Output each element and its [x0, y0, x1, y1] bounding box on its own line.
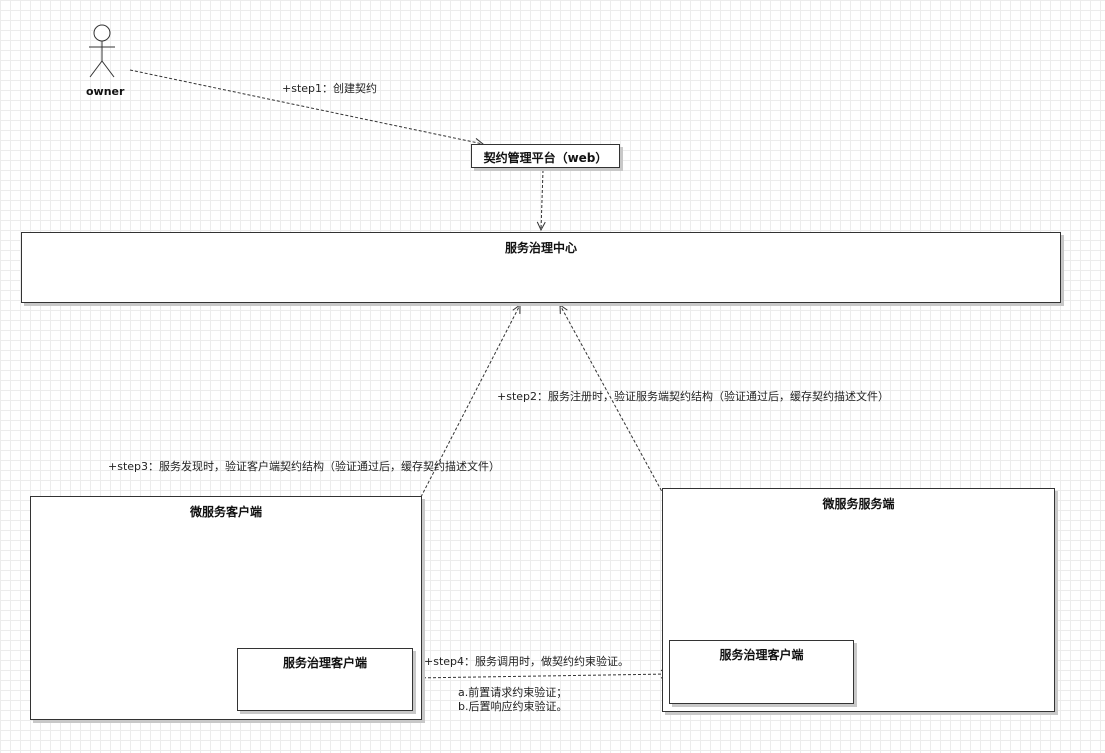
- edge-platform-to-center: [541, 169, 543, 230]
- provider-governance-client-title: 服务治理客户端: [719, 648, 804, 662]
- governance-center-title: 服务治理中心: [504, 241, 577, 255]
- provider-governance-client-node[interactable]: 服务治理客户端: [669, 640, 854, 704]
- step4-note-b: b.后置响应约束验证。: [458, 700, 568, 713]
- consumer-governance-client-title: 服务治理客户端: [282, 656, 367, 670]
- platform-node[interactable]: 契约管理平台（web）: [471, 144, 620, 168]
- platform-title: 契约管理平台（web）: [483, 151, 608, 165]
- provider-node[interactable]: 微服务服务端: [662, 488, 1055, 712]
- edge-step4: [412, 674, 669, 678]
- governance-center-node[interactable]: 服务治理中心: [21, 232, 1061, 303]
- actor-figure: [89, 24, 115, 78]
- step3-label: +step3：服务发现时，验证客户端契约结构（验证通过后，缓存契约描述文件）: [108, 460, 501, 473]
- actor-owner-label: owner: [86, 85, 125, 98]
- step4-note-a: a.前置请求约束验证；: [458, 686, 568, 699]
- step1-label: +step1：创建契约: [282, 82, 378, 95]
- edge-step2: [560, 305, 744, 641]
- edge-step3: [342, 305, 520, 649]
- edge-step1: [129, 69, 483, 144]
- consumer-governance-client-node[interactable]: 服务治理客户端: [237, 648, 413, 711]
- step2-label: +step2：服务注册时，验证服务端契约结构（验证通过后，缓存契约描述文件）: [497, 390, 890, 403]
- step4-label: +step4：服务调用时，做契约约束验证。: [424, 655, 630, 668]
- consumer-title: 微服务客户端: [189, 505, 262, 519]
- provider-title: 微服务服务端: [822, 497, 895, 511]
